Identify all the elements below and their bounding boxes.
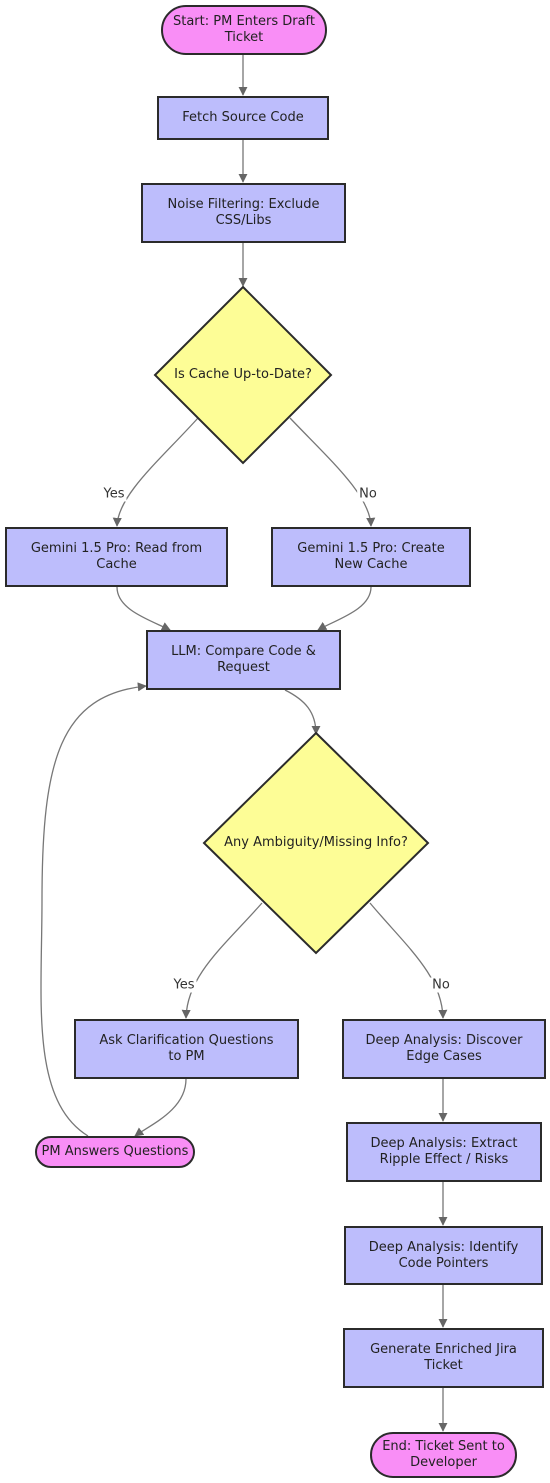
edge-create-to-compare bbox=[317, 586, 372, 631]
edge-pm-answers-to-compare bbox=[40, 682, 147, 1137]
generate-jira-ticket-node: Generate Enriched Jira Ticket bbox=[343, 1328, 544, 1388]
create-new-cache-node: Gemini 1.5 Pro: Create New Cache bbox=[271, 527, 471, 587]
ask-clarification-node: Ask Clarification Questions to PM bbox=[74, 1019, 299, 1079]
code-pointers-node: Deep Analysis: Identify Code Pointers bbox=[344, 1226, 543, 1285]
compare-code-node: LLM: Compare Code & Request bbox=[146, 630, 341, 690]
edge-read-to-compare bbox=[116, 586, 171, 631]
edge-cache-check-to-create bbox=[289, 417, 376, 527]
edge-cache-check-to-read bbox=[112, 417, 199, 527]
cache-no-label: No bbox=[357, 486, 379, 502]
end-node: End: Ticket Sent to Developer bbox=[370, 1432, 517, 1478]
cache-yes-label: Yes bbox=[101, 486, 127, 502]
read-from-cache-node: Gemini 1.5 Pro: Read from Cache bbox=[5, 527, 228, 587]
ambiguity-yes-label: Yes bbox=[171, 977, 197, 993]
decision-diamond-ambiguity bbox=[202, 731, 430, 955]
ambiguity-decision-label: Any Ambiguity/Missing Info? bbox=[224, 835, 408, 850]
edge-ask-to-pm-answers bbox=[134, 1078, 187, 1137]
fetch-source-code-node: Fetch Source Code bbox=[157, 96, 329, 140]
cache-decision-label: Is Cache Up-to-Date? bbox=[174, 367, 312, 382]
noise-filtering-node: Noise Filtering: Exclude CSS/Libs bbox=[141, 183, 346, 243]
start-node: Start: PM Enters Draft Ticket bbox=[161, 5, 327, 55]
pm-answers-node: PM Answers Questions bbox=[35, 1136, 195, 1168]
ripple-effect-node: Deep Analysis: Extract Ripple Effect / R… bbox=[346, 1122, 542, 1182]
edge-compare-to-ambiguity bbox=[284, 689, 321, 735]
decision-diamond-cache bbox=[153, 285, 333, 465]
ambiguity-no-label: No bbox=[430, 977, 452, 993]
discover-edge-cases-node: Deep Analysis: Discover Edge Cases bbox=[342, 1019, 546, 1079]
edge-ambiguity-to-ask bbox=[181, 902, 263, 1019]
edge-ambiguity-to-edge-cases bbox=[369, 902, 448, 1019]
